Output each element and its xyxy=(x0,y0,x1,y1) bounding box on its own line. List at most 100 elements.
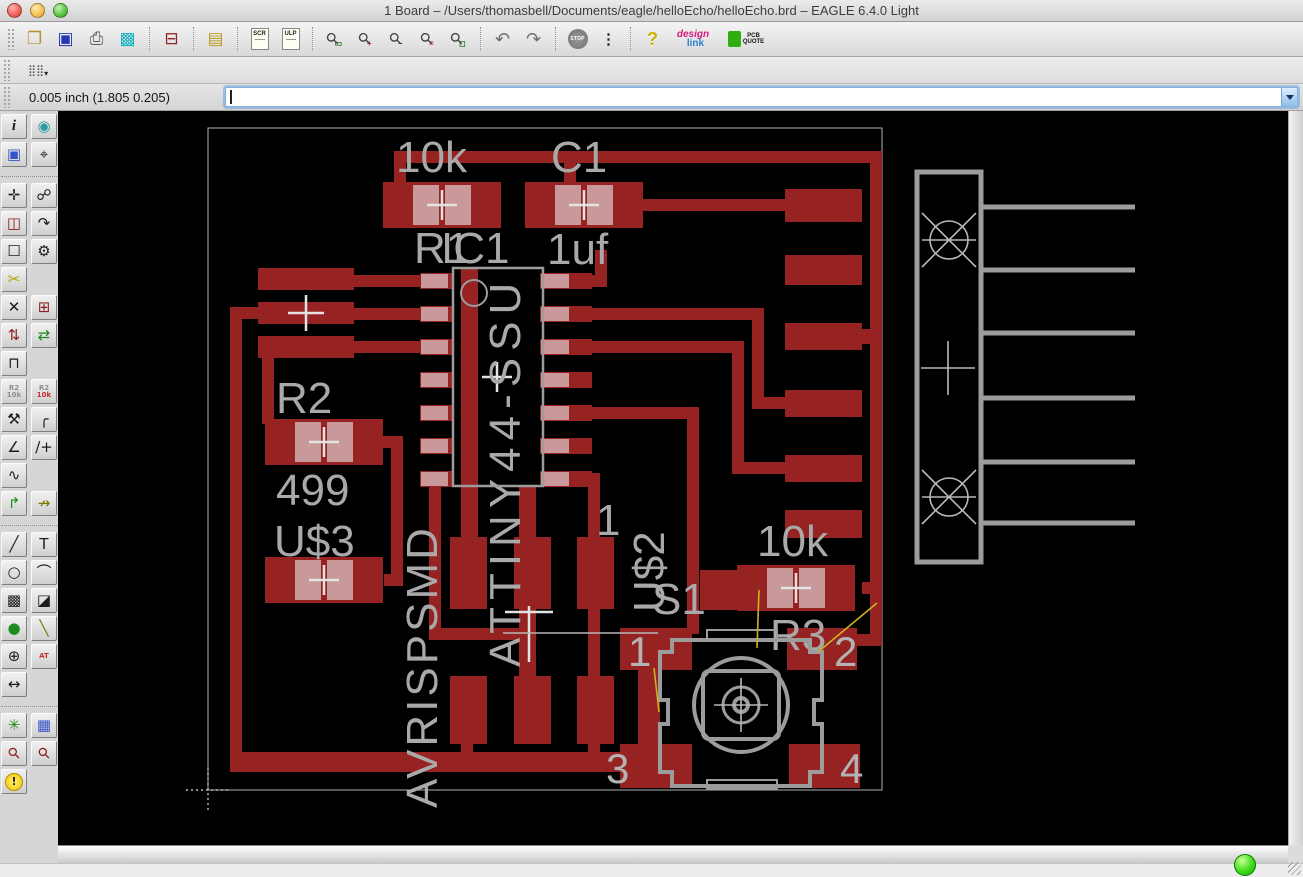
tool-add[interactable]: ⊞ xyxy=(31,295,57,320)
tool-delete[interactable]: ✕ xyxy=(1,295,27,320)
origin-crosses xyxy=(288,295,553,662)
zoom-out-icon[interactable]: ⚲− xyxy=(383,26,410,53)
tool-split[interactable]: ∠ xyxy=(1,435,27,460)
tool-drc[interactable]: ⚲ xyxy=(1,741,27,766)
zoom-in-icon[interactable]: ⚲+ xyxy=(352,26,379,53)
tool-hole[interactable]: ⊕ xyxy=(1,644,27,669)
horizontal-scrollbar-row xyxy=(0,845,1303,863)
ulp-icon[interactable]: ULP xyxy=(277,26,304,53)
tool-mark[interactable]: ⌖ xyxy=(31,142,57,167)
tool-display[interactable]: ▣ xyxy=(1,142,27,167)
silkscreen-labels: 10k C1 R1 IC1 1uf R2 499 U$3 10k R3 S1 1… xyxy=(274,133,863,808)
tool-ripup[interactable]: ↛ xyxy=(31,491,57,516)
sidebar-empty-cell xyxy=(31,351,57,376)
tool-circle[interactable]: ○ xyxy=(1,560,27,585)
undo-icon[interactable]: ↶ xyxy=(489,26,516,53)
s1-switch-silkscreen[interactable] xyxy=(503,629,824,790)
tool-attribute[interactable]: AT xyxy=(31,644,57,669)
toolbar-drag-handle[interactable] xyxy=(7,28,16,50)
u3-name-label: U$3 xyxy=(274,517,355,566)
command-bar: 0.005 inch (1.805 0.205) xyxy=(0,84,1303,111)
zoom-select-icon[interactable]: ⚲= xyxy=(414,26,441,53)
tool-rect[interactable]: ▩ xyxy=(1,588,27,613)
open-icon[interactable]: ❐ xyxy=(21,26,48,53)
zoom-fit-icon[interactable]: ⚲▭ xyxy=(321,26,348,53)
tool-rotate[interactable]: ↷ xyxy=(31,211,57,236)
tool-optimize[interactable]: ∕+ xyxy=(31,435,57,460)
traffic-light-icon[interactable]: ⋮ xyxy=(595,26,622,53)
tool-text[interactable]: T xyxy=(31,532,57,557)
horizontal-scrollbar[interactable] xyxy=(58,845,1288,863)
toolbar-separator xyxy=(237,27,238,51)
command-dropdown-icon[interactable] xyxy=(1281,88,1297,106)
zoom-window-button[interactable] xyxy=(53,3,68,18)
tool-pinswap[interactable]: ⇅ xyxy=(1,323,27,348)
status-bar xyxy=(0,854,1303,877)
cam-processor-icon[interactable]: ▩ xyxy=(114,26,141,53)
print-icon[interactable]: ⎙ xyxy=(83,26,110,53)
help-icon[interactable]: ? xyxy=(639,26,666,53)
cursor-coordinates: 0.005 inch (1.805 0.205) xyxy=(29,89,170,105)
tool-ratsnest[interactable]: ✳ xyxy=(1,713,27,738)
ic1-silkscreen xyxy=(451,266,545,488)
c1-footprint xyxy=(523,180,645,230)
script-icon[interactable]: SCR xyxy=(246,26,273,53)
tool-group[interactable]: ☐ xyxy=(1,239,27,264)
r2-name-label: R2 xyxy=(276,374,332,423)
tool-auto[interactable]: ▦ xyxy=(31,713,57,738)
tool-erc[interactable]: ⚲ xyxy=(31,741,57,766)
mounting-hole xyxy=(921,469,977,525)
minimize-window-button[interactable] xyxy=(30,3,45,18)
stop-icon[interactable]: STOP xyxy=(564,26,591,53)
sidebar-separator xyxy=(1,702,57,707)
tool-signal[interactable]: ╲ xyxy=(31,616,57,641)
tool-meander[interactable]: ∿ xyxy=(1,463,27,488)
tool-change[interactable]: ⚙ xyxy=(31,239,57,264)
s1-pad3-label: 3 xyxy=(606,745,629,792)
tool-errors[interactable]: ! xyxy=(1,769,27,794)
r2-footprint xyxy=(263,417,385,467)
tool-miter[interactable]: ╭ xyxy=(31,407,57,432)
switch-editor-icon[interactable]: ⊟ xyxy=(158,26,185,53)
sidebar-empty-cell xyxy=(31,769,57,794)
sidebar-empty-cell xyxy=(31,672,57,697)
close-window-button[interactable] xyxy=(7,3,22,18)
tool-cut[interactable]: ✂ xyxy=(1,267,27,292)
board-canvas[interactable]: 10k C1 R1 IC1 1uf R2 499 U$3 10k R3 S1 1… xyxy=(58,111,1288,845)
connector-silkscreen[interactable] xyxy=(914,169,1135,565)
redo-icon[interactable]: ↷ xyxy=(520,26,547,53)
library-icon[interactable]: ▤ xyxy=(202,26,229,53)
tool-copy[interactable]: ☍ xyxy=(31,183,57,208)
tool-arc[interactable]: ⌒ xyxy=(31,560,57,585)
title-bar[interactable]: 1 Board – /Users/thomasbell/Documents/ea… xyxy=(0,0,1303,22)
tool-smash[interactable]: ⚒ xyxy=(1,407,27,432)
s1-name-label: S1 xyxy=(652,575,706,624)
vertical-scrollbar[interactable] xyxy=(1288,111,1303,845)
tool-show[interactable]: ◉ xyxy=(31,114,57,139)
tool-dimension[interactable]: ↔ xyxy=(1,672,27,697)
r1-name-label: R1 xyxy=(414,224,470,273)
tool-lock[interactable]: ⊓ xyxy=(1,351,27,376)
command-drag-handle[interactable] xyxy=(3,86,12,108)
grid-icon[interactable]: ⣿⣿▾ xyxy=(23,59,53,81)
resize-grip[interactable] xyxy=(1288,862,1301,875)
tool-polygon[interactable]: ◪ xyxy=(31,588,57,613)
tool-info[interactable]: i xyxy=(1,114,27,139)
tool-replace[interactable]: ⇄ xyxy=(31,323,57,348)
tool-wire[interactable]: ╱ xyxy=(1,532,27,557)
r2-value-label: 499 xyxy=(276,466,349,515)
zoom-redraw-icon[interactable]: ⚲◻ xyxy=(445,26,472,53)
ic1-name-label: IC1 xyxy=(441,224,509,273)
tool-mirror[interactable]: ◫ xyxy=(1,211,27,236)
tool-via[interactable]: ● xyxy=(1,616,27,641)
tool-route[interactable]: ↱ xyxy=(1,491,27,516)
save-icon[interactable]: ▣ xyxy=(52,26,79,53)
parameter-drag-handle[interactable] xyxy=(3,59,12,81)
tool-move[interactable]: ✛ xyxy=(1,183,27,208)
command-input[interactable] xyxy=(226,90,1281,104)
